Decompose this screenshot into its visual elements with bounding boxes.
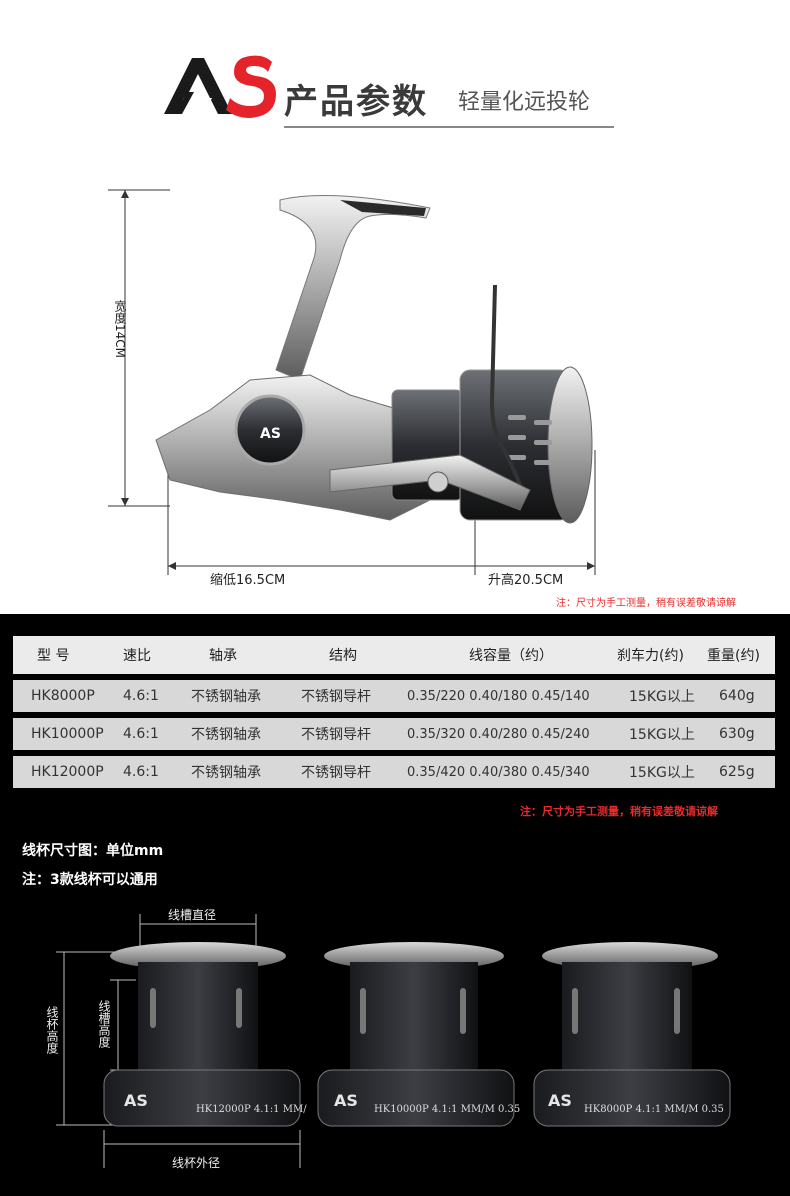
cup-outer-diameter-label: 线杯外径 <box>172 1156 221 1170</box>
spool-hk10000p: AS HK10000P 4.1:1 MM/M 0.35 <box>317 942 520 1127</box>
row-ratio: 4.6:1 <box>123 688 159 704</box>
cup-height-label: 线杯高度 <box>45 1006 59 1054</box>
header-drag: 刹车力(约) <box>617 648 684 664</box>
spool-3-label: HK8000P 4.1:1 MM/M 0.35 <box>584 1104 724 1115</box>
spool-size-title: 线杯尺寸图：单位mm <box>22 843 164 859</box>
row-drag: 15KG以上 <box>629 765 695 781</box>
row-model: HK8000P <box>31 688 95 704</box>
svg-text:AS: AS <box>124 1091 148 1110</box>
row-model: HK10000P <box>31 726 104 742</box>
page-subtitle: 轻量化远投轮 <box>458 90 591 115</box>
table-row: HK10000P 4.6:1 不锈钢轴承 不锈钢导杆 0.35/320 0.40… <box>13 718 775 750</box>
header-model: 型 号 <box>37 648 70 664</box>
row-model: HK12000P <box>31 764 104 780</box>
row-capacity: 0.35/220 0.40/180 0.45/140 <box>407 688 590 704</box>
row-weight: 625g <box>719 764 755 780</box>
measurement-note: 注：尺寸为手工测量，稍有误差敬请谅解 <box>556 598 736 609</box>
header-weight: 重量(约) <box>707 648 760 664</box>
svg-text:AS: AS <box>260 426 281 442</box>
row-bearing: 不锈钢轴承 <box>191 689 261 705</box>
row-ratio: 4.6:1 <box>123 726 159 742</box>
as-logo <box>164 55 276 118</box>
header-structure: 结构 <box>329 648 357 664</box>
spool-compat-note: 注：3款线杯可以通用 <box>22 872 158 888</box>
groove-height-label: 线槽高度 <box>97 1000 111 1048</box>
row-capacity: 0.35/320 0.40/280 0.45/240 <box>407 726 590 742</box>
spool-hk8000p: AS HK8000P 4.1:1 MM/M 0.35 <box>533 942 731 1127</box>
page-header: 产品参数 轻量化远投轮 <box>160 48 620 128</box>
spool-1-label: HK12000P 4.1:1 MM/ <box>196 1104 307 1115</box>
high-dimension-label: 升高20.5CM <box>488 573 564 588</box>
row-ratio: 4.6:1 <box>123 764 159 780</box>
low-dimension-label: 缩低16.5CM <box>210 573 286 588</box>
spec-table: 型 号 速比 轴承 结构 线容量（约） 刹车力(约) 重量(约) HK8000P… <box>13 636 775 788</box>
spool-hk12000p: AS HK12000P 4.1:1 MM/ <box>103 942 307 1127</box>
page-title: 产品参数 <box>284 82 428 122</box>
row-bearing: 不锈钢轴承 <box>191 765 261 781</box>
row-weight: 640g <box>719 688 755 704</box>
svg-text:AS: AS <box>548 1091 572 1110</box>
row-drag: 15KG以上 <box>629 727 695 743</box>
groove-diameter-label: 线槽直径 <box>168 908 217 922</box>
header-capacity: 线容量（约） <box>469 648 553 664</box>
width-dimension-label: 宽度14CM <box>113 300 127 359</box>
table-row: HK12000P 4.6:1 不锈钢轴承 不锈钢导杆 0.35/420 0.40… <box>13 756 775 788</box>
row-drag: 15KG以上 <box>629 689 695 705</box>
table-row: HK8000P 4.6:1 不锈钢轴承 不锈钢导杆 0.35/220 0.40/… <box>13 680 775 712</box>
svg-text:AS: AS <box>334 1091 358 1110</box>
header-bearing: 轴承 <box>209 648 237 664</box>
title-underline <box>284 126 614 128</box>
product-parameters-section: 产品参数 轻量化远投轮 <box>0 0 790 614</box>
spool-diagrams: AS HK12000P 4.1:1 MM/ AS HK10000P 4.1:1 … <box>56 914 731 1168</box>
row-structure: 不锈钢导杆 <box>301 689 371 705</box>
spool-2-label: HK10000P 4.1:1 MM/M 0.35 <box>374 1104 520 1115</box>
reel-diagram: AS <box>108 189 596 575</box>
row-capacity: 0.35/420 0.40/380 0.45/340 <box>407 764 590 780</box>
row-structure: 不锈钢导杆 <box>301 727 371 743</box>
table-note: 注：尺寸为手工测量，稍有误差敬请谅解 <box>520 805 718 818</box>
header-ratio: 速比 <box>123 648 151 664</box>
row-bearing: 不锈钢轴承 <box>191 727 261 743</box>
row-weight: 630g <box>719 726 755 742</box>
table-header: 型 号 速比 轴承 结构 线容量（约） 刹车力(约) 重量(约) <box>13 636 775 674</box>
row-structure: 不锈钢导杆 <box>301 765 371 781</box>
